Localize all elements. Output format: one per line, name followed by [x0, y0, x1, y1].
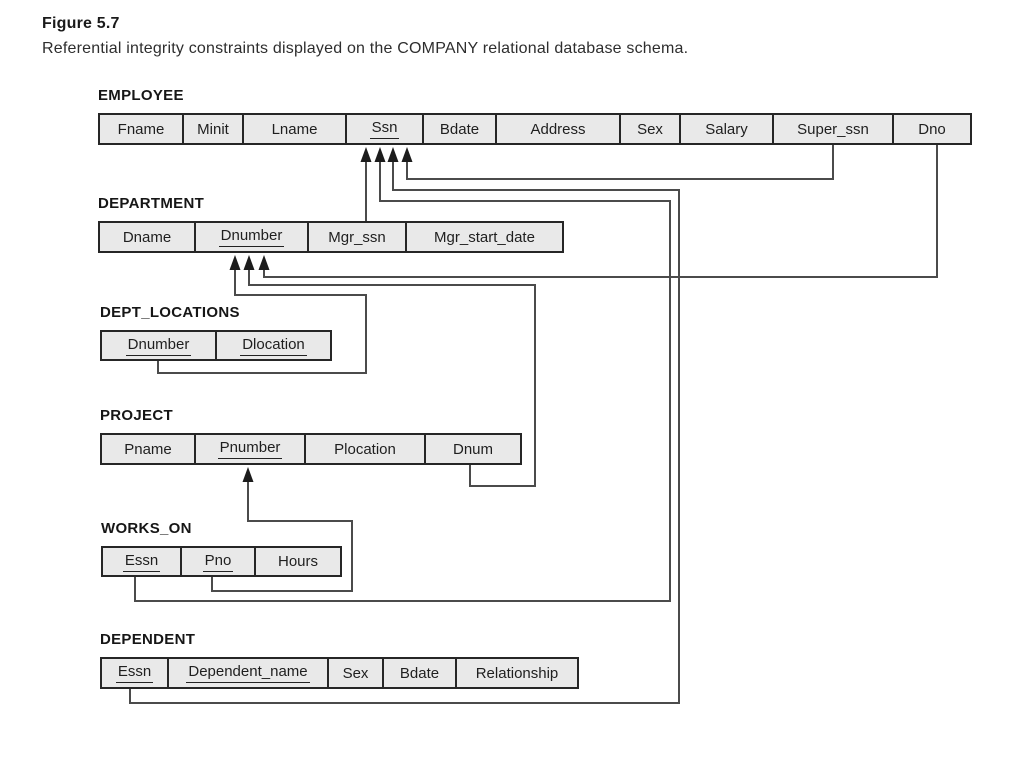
- field-department-dnumber: Dnumber: [194, 223, 307, 251]
- fk-line-dependent_essn-to-ssn: [129, 162, 680, 704]
- primary-key-field-label: Ssn: [369, 119, 400, 139]
- field-label: Salary: [705, 120, 748, 138]
- table-works_on: Essn Pno Hours: [101, 546, 342, 577]
- fk-line-employee_dno-to-dnumber: [263, 145, 938, 278]
- field-project-pnumber: Pnumber: [194, 435, 304, 463]
- fk-arrowhead-project_dnum-to-dnumber: [243, 255, 255, 270]
- field-employee-super_ssn: Super_ssn: [772, 115, 892, 143]
- fk-line-dept_locations_dnumber-to-dnumber: [157, 270, 367, 374]
- field-label: Bdate: [399, 664, 440, 682]
- field-dept_locations-dnumber: Dnumber: [102, 332, 215, 359]
- field-employee-ssn: Ssn: [345, 115, 422, 143]
- table-label-project: PROJECT: [100, 407, 173, 424]
- fk-arrowhead-works_on_essn-to-ssn: [374, 147, 386, 162]
- fk-arrowhead-super_ssn-to-ssn: [401, 147, 413, 162]
- field-dependent-essn: Essn: [102, 659, 167, 687]
- table-label-dependent: DEPENDENT: [100, 631, 196, 648]
- primary-key-field-label: Dnumber: [218, 227, 285, 247]
- field-label: Lname: [271, 120, 318, 138]
- primary-key-field-label: Dlocation: [240, 336, 307, 356]
- field-label: Sex: [342, 664, 369, 682]
- field-label: Mgr_ssn: [328, 228, 386, 246]
- field-label: Relationship: [475, 664, 559, 682]
- field-department-dname: Dname: [100, 223, 194, 251]
- fk-arrowhead-mgr_ssn-to-ssn: [360, 147, 372, 162]
- field-label: Mgr_start_date: [434, 228, 535, 246]
- field-label: Dno: [918, 120, 946, 138]
- field-label: Sex: [637, 120, 663, 138]
- field-department-mgr_ssn: Mgr_ssn: [307, 223, 405, 251]
- primary-key-field-label: Pnumber: [217, 439, 283, 459]
- fk-arrowhead-dept_locations_dnumber-to-dnumber: [229, 255, 241, 270]
- field-label: Address: [530, 120, 586, 138]
- primary-key-field-label: Pno: [202, 552, 234, 572]
- fk-arrowhead-works_on_pno-to-pnumber: [242, 467, 254, 482]
- table-label-employee: EMPLOYEE: [98, 87, 184, 104]
- field-label: Dnum: [452, 440, 493, 458]
- field-employee-sex: Sex: [619, 115, 679, 143]
- field-employee-salary: Salary: [679, 115, 772, 143]
- field-employee-bdate: Bdate: [422, 115, 495, 143]
- field-label: Bdate: [439, 120, 480, 138]
- field-project-pname: Pname: [102, 435, 194, 463]
- primary-key-field-label: Essn: [115, 663, 154, 683]
- field-dependent-dependent_name: Dependent_name: [167, 659, 327, 687]
- fk-arrowhead-dependent_essn-to-ssn: [387, 147, 399, 162]
- figure-caption: Referential integrity constraints displa…: [42, 40, 689, 57]
- table-department: Dname Dnumber Mgr_ssn Mgr_start_date: [98, 221, 564, 253]
- field-employee-lname: Lname: [242, 115, 345, 143]
- fk-arrowhead-employee_dno-to-dnumber: [258, 255, 270, 270]
- field-employee-address: Address: [495, 115, 619, 143]
- field-dependent-bdate: Bdate: [382, 659, 455, 687]
- table-project: Pname Pnumber Plocation Dnum: [100, 433, 522, 465]
- fk-line-works_on_pno-to-pnumber: [211, 482, 353, 592]
- table-dept_locations: Dnumber Dlocation: [100, 330, 332, 361]
- table-dependent: Essn Dependent_name Sex Bdate Relationship: [100, 657, 579, 689]
- field-label: Dname: [122, 228, 172, 246]
- field-project-plocation: Plocation: [304, 435, 424, 463]
- field-employee-fname: Fname: [100, 115, 182, 143]
- table-label-department: DEPARTMENT: [98, 195, 205, 212]
- table-employee: Fname Minit Lname Ssn Bdate Address Sex Salary S…: [98, 113, 972, 145]
- fk-line-project_dnum-to-dnumber: [248, 270, 536, 487]
- fk-line-super_ssn-to-ssn: [406, 145, 834, 180]
- field-works_on-essn: Essn: [103, 548, 180, 575]
- table-label-dept_locations: DEPT_LOCATIONS: [100, 304, 240, 321]
- field-label: Pname: [124, 440, 172, 458]
- field-department-mgr_start_date: Mgr_start_date: [405, 223, 562, 251]
- field-dependent-relationship: Relationship: [455, 659, 577, 687]
- field-label: Hours: [277, 553, 318, 570]
- field-label: Super_ssn: [797, 120, 869, 138]
- field-dependent-sex: Sex: [327, 659, 382, 687]
- field-works_on-hours: Hours: [254, 548, 340, 575]
- fk-line-works_on_essn-to-ssn: [134, 162, 671, 602]
- field-works_on-pno: Pno: [180, 548, 254, 575]
- field-employee-dno: Dno: [892, 115, 970, 143]
- primary-key-field-label: Dnumber: [125, 336, 192, 356]
- field-project-dnum: Dnum: [424, 435, 520, 463]
- field-dept_locations-dlocation: Dlocation: [215, 332, 330, 359]
- primary-key-field-label: Essn: [122, 552, 161, 572]
- field-employee-minit: Minit: [182, 115, 242, 143]
- figure-label: Figure 5.7: [42, 15, 120, 32]
- field-label: Plocation: [334, 440, 396, 458]
- primary-key-field-label: Dependent_name: [186, 663, 310, 683]
- field-label: Fname: [117, 120, 165, 138]
- field-label: Minit: [197, 120, 229, 138]
- table-label-works_on: WORKS_ON: [101, 520, 192, 537]
